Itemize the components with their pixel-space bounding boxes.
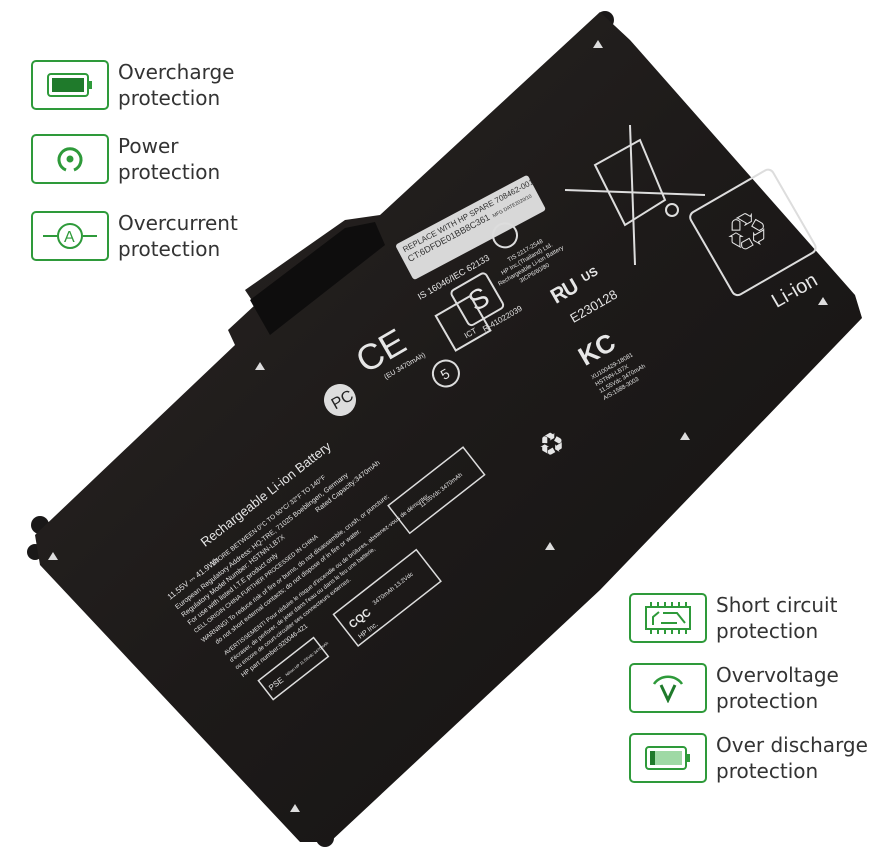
feature-line1: Overvoltage [716, 663, 839, 687]
feature-line2: protection [716, 689, 819, 713]
rcm-mark [434, 294, 492, 352]
recycle-spec-box [387, 446, 486, 535]
voltmeter-icon [629, 663, 707, 713]
ammeter-icon: A [31, 211, 109, 261]
feature-line1: Overcurrent [118, 211, 238, 235]
battery-body [35, 12, 862, 842]
feature-line2: protection [118, 86, 221, 110]
feature-line1: Power [118, 134, 179, 158]
recycle-box [689, 168, 817, 297]
pct-mark-icon [324, 384, 356, 416]
connector-slot [250, 222, 385, 335]
cqc-box [332, 548, 442, 647]
barcode-sticker [396, 175, 546, 280]
bis-mark [450, 272, 505, 327]
svg-text:A: A [64, 229, 75, 246]
battery-low-icon [629, 733, 707, 783]
feature-line1: Over discharge [716, 733, 868, 757]
pse-box [257, 636, 330, 701]
weee-bin-icon [564, 124, 706, 266]
power-icon [31, 134, 109, 184]
feature-line2: protection [118, 160, 221, 184]
circuit-board-icon [629, 593, 707, 643]
epup-5-icon [431, 359, 460, 388]
orientation-arrows [48, 40, 828, 812]
feature-line2: protection [716, 759, 819, 783]
tis-mark-icon [492, 222, 518, 249]
feature-line2: protection [716, 619, 819, 643]
feature-line1: Overcharge [118, 60, 235, 84]
feature-line1: Short circuit [716, 593, 838, 617]
battery-full-icon [31, 60, 109, 110]
feature-line2: protection [118, 237, 221, 261]
